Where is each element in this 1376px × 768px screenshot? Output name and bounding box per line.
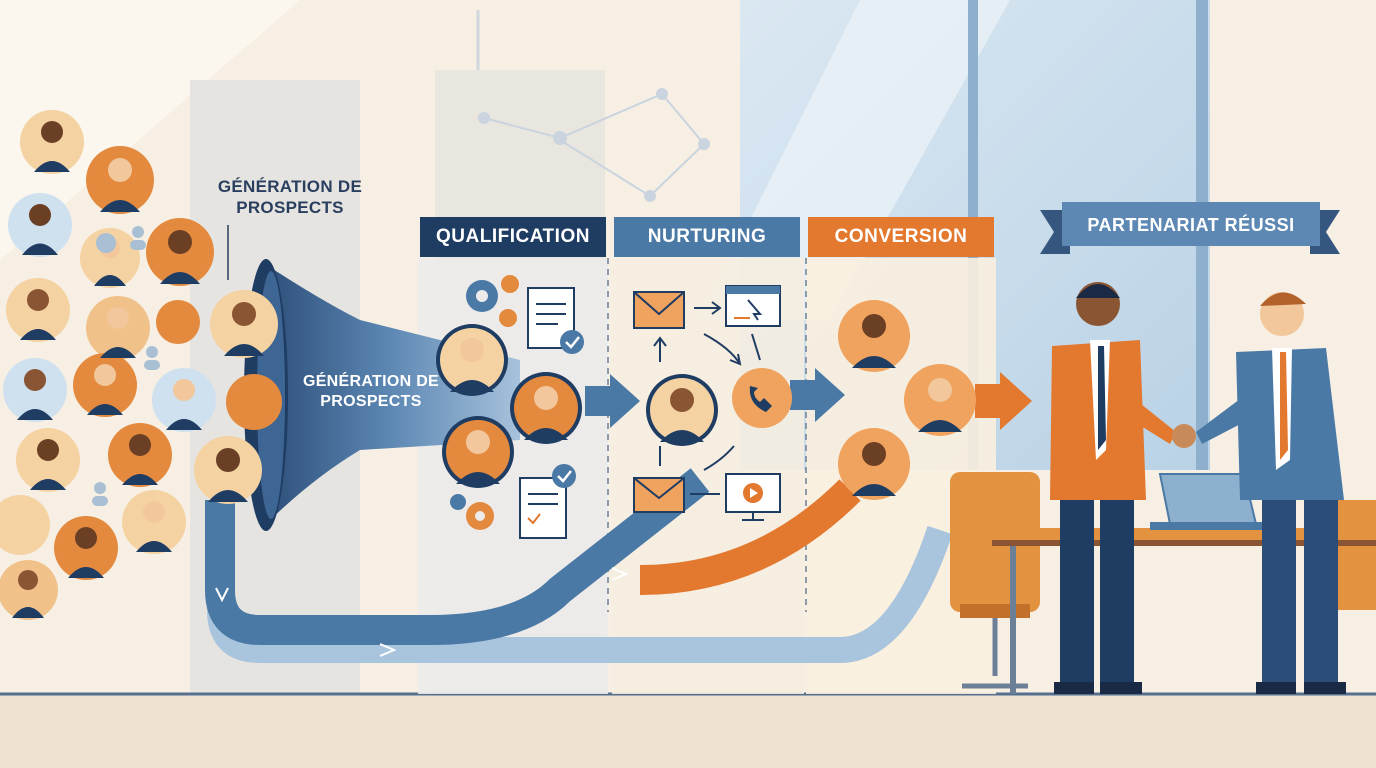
conversion-arrow <box>975 372 1032 430</box>
prospect-faces <box>12 121 264 618</box>
qualification-avatars <box>436 324 582 488</box>
person-icon <box>92 226 160 506</box>
businessman-left <box>1050 282 1176 694</box>
nurturing-avatar <box>646 374 718 446</box>
stage-qualification: QUALIFICATION <box>420 217 606 257</box>
return-pipe-blue <box>205 468 710 645</box>
conversion-avatars <box>838 300 976 500</box>
conversion-pipe <box>639 479 861 595</box>
envelope-icon <box>633 291 685 513</box>
phone-icon <box>732 368 792 428</box>
partnership-banner <box>1040 202 1340 254</box>
pipe-arrows <box>215 567 629 657</box>
businessman-right <box>1172 292 1346 694</box>
funnel-label: GÉNÉRATION DE PROSPECTS <box>302 373 440 410</box>
flow-arrows <box>585 368 845 428</box>
gear-icon <box>96 233 116 253</box>
funnel <box>262 262 520 528</box>
laptop-icon <box>1150 473 1280 530</box>
stage-conversion: CONVERSION <box>808 217 994 257</box>
network-lines <box>483 92 706 198</box>
light-ray <box>0 0 300 260</box>
nurturing-cycle-arrows <box>653 301 761 495</box>
stage-nurturing: NURTURING <box>614 217 800 257</box>
floor <box>0 694 1376 768</box>
monitor-cursor-icon <box>725 285 781 327</box>
generation-title: GÉNÉRATION DE PROSPECTS <box>217 177 363 217</box>
video-monitor-icon <box>725 473 781 521</box>
network-nodes <box>478 88 710 202</box>
gear-icon <box>450 275 519 530</box>
banner-label: PARTENARIAT RÉUSSI <box>1087 214 1295 235</box>
document-check-icon <box>519 287 584 539</box>
